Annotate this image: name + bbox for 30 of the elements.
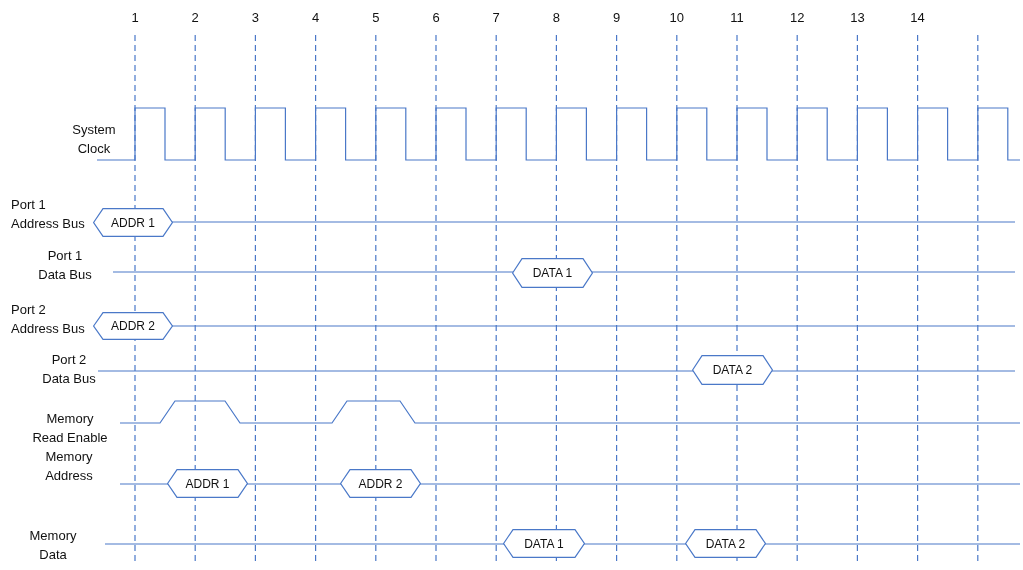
bus-value-hexagon: ADDR 1 xyxy=(167,469,248,498)
cycle-number: 4 xyxy=(310,9,321,27)
signal-name: Port 1 Data Bus xyxy=(37,247,93,284)
signal-name: System Clock xyxy=(71,121,117,158)
cycle-number: 1 xyxy=(130,9,140,27)
bus-value-hexagon: DATA 2 xyxy=(685,529,766,558)
bus-value-hexagon: ADDR 2 xyxy=(340,469,421,498)
cycle-number: 5 xyxy=(371,9,381,27)
cycle-number: 2 xyxy=(190,9,200,27)
signal-name: Memory Read Enable xyxy=(31,410,109,447)
cycle-number: 11 xyxy=(729,9,745,27)
signal-name: Memory Data xyxy=(28,527,78,564)
cycle-number: 10 xyxy=(668,9,686,27)
bus-value-hexagon: ADDR 1 xyxy=(93,208,173,237)
cycle-number: 13 xyxy=(849,9,866,27)
bus-value-hexagon: DATA 2 xyxy=(692,355,773,385)
bus-value-hexagon: ADDR 2 xyxy=(93,312,173,340)
cycle-number: 7 xyxy=(491,9,501,27)
signal-name: Port 2 Address Bus xyxy=(11,301,86,338)
cycle-number: 3 xyxy=(250,9,260,27)
cycle-number: 12 xyxy=(788,9,806,27)
cycle-number: 9 xyxy=(611,9,622,27)
signal-name: Port 2 Data Bus xyxy=(41,351,97,388)
signal-name: Port 1 Address Bus xyxy=(11,196,86,233)
cycle-number: 14 xyxy=(909,9,926,27)
cycle-number: 6 xyxy=(431,9,441,27)
bus-value-hexagon: DATA 1 xyxy=(512,258,593,288)
cycle-number: 8 xyxy=(551,9,561,27)
signal-name: Memory Address xyxy=(44,448,94,485)
bus-value-hexagon: DATA 1 xyxy=(503,529,585,558)
